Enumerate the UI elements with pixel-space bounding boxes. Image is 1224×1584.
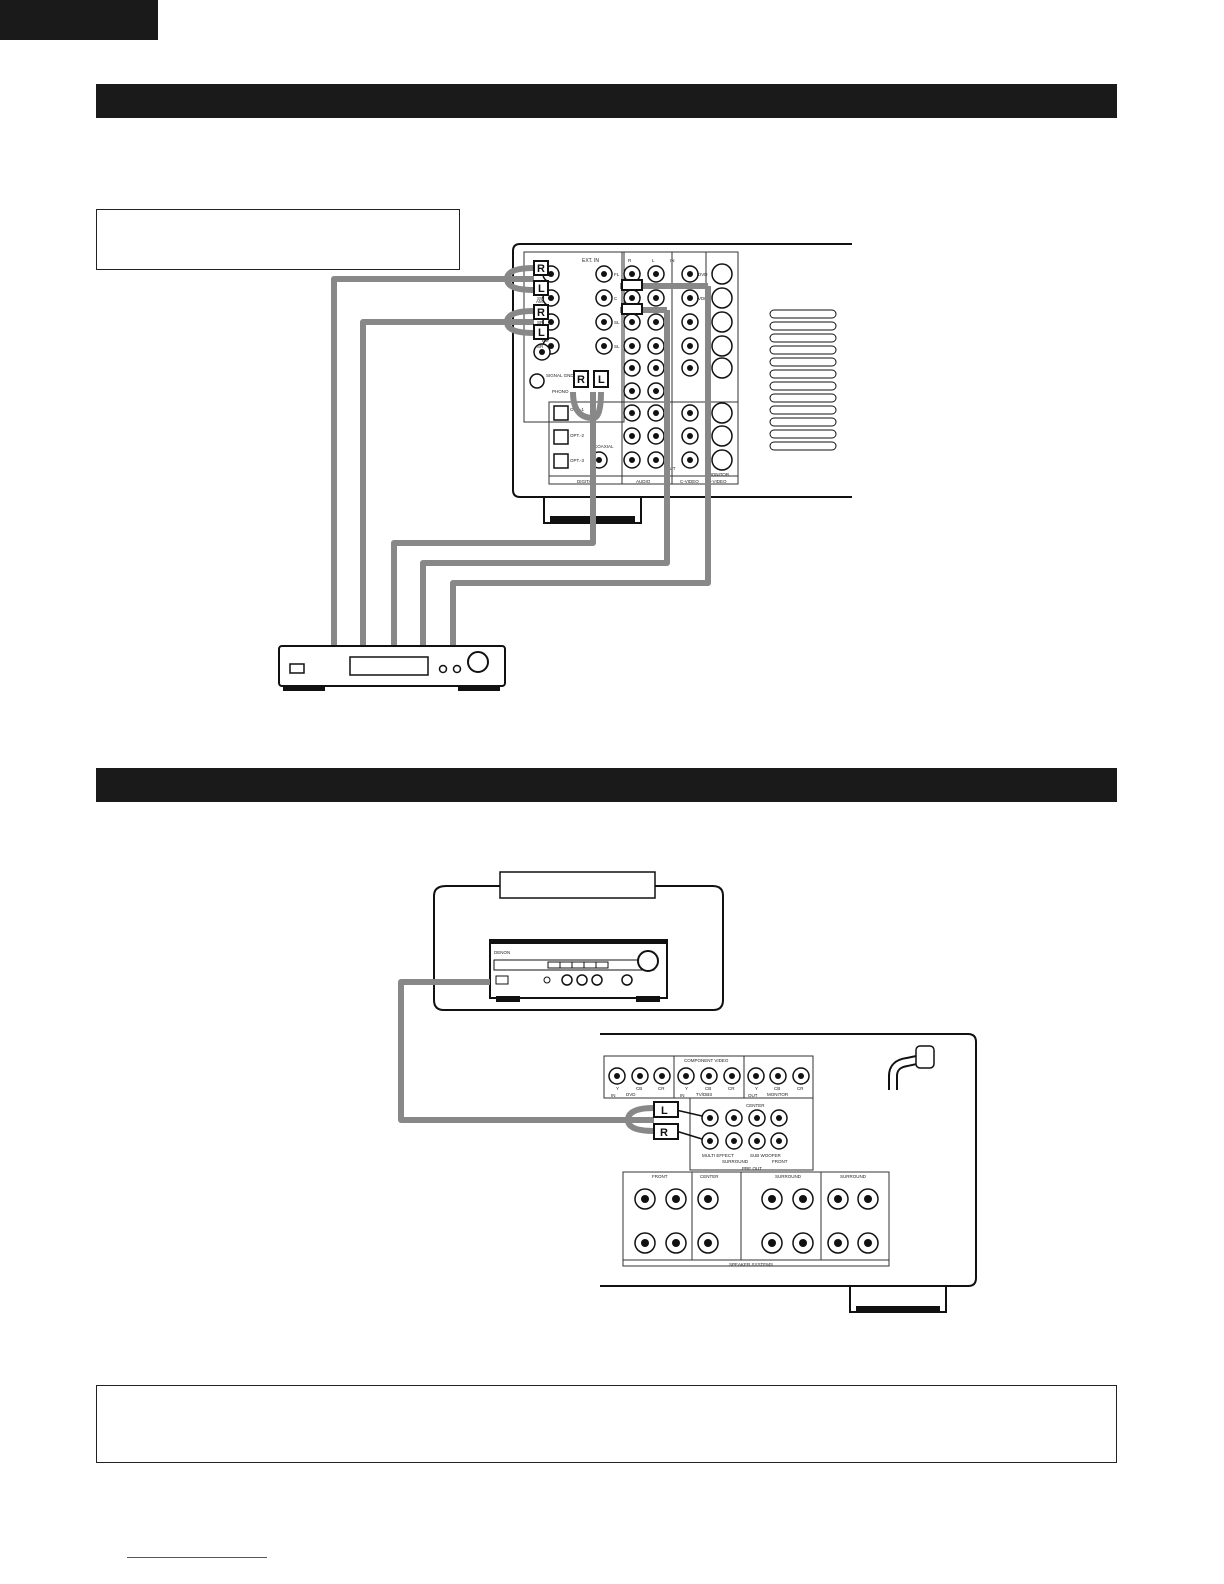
panel-1-vents	[769, 309, 837, 451]
svg-text:Y: Y	[755, 1086, 758, 1091]
diagram-1-cables	[331, 265, 711, 646]
svg-text:C: C	[614, 296, 618, 301]
svg-text:R: R	[577, 374, 585, 386]
svg-text:CENTER: CENTER	[700, 1174, 719, 1179]
svg-text:IN: IN	[670, 258, 675, 263]
svg-text:MONITOR: MONITOR	[767, 1092, 789, 1097]
svg-text:DVD: DVD	[698, 272, 708, 277]
svg-text:SL: SL	[614, 320, 620, 325]
svg-text:L: L	[652, 258, 655, 263]
svg-text:PRE OUT: PRE OUT	[742, 1166, 762, 1171]
svg-text:DENON: DENON	[494, 950, 510, 955]
svg-text:CB: CB	[636, 1086, 642, 1091]
svg-text:OUT: OUT	[666, 466, 676, 471]
svg-text:Y: Y	[685, 1086, 688, 1091]
svg-text:CR: CR	[728, 1086, 735, 1091]
svg-text:Y: Y	[616, 1086, 619, 1091]
svg-text:SR: SR	[537, 344, 544, 349]
note-box-1	[96, 209, 460, 270]
decoder-unit	[278, 645, 506, 691]
svg-text:CR: CR	[797, 1086, 804, 1091]
svg-text:CENTER: CENTER	[746, 1103, 765, 1108]
section-header-bar-1	[96, 84, 1117, 118]
svg-text:PHONO: PHONO	[552, 389, 569, 394]
svg-text:EXT. IN: EXT. IN	[582, 258, 599, 264]
svg-text:IN: IN	[680, 1093, 685, 1098]
svg-text:AUDIO: AUDIO	[636, 479, 651, 484]
diagram-1-plugs: R L R L R L	[533, 260, 643, 388]
svg-text:OPT.-2: OPT.-2	[570, 433, 585, 438]
svg-text:CB: CB	[705, 1086, 711, 1091]
svg-text:R: R	[537, 307, 545, 319]
svg-text:SL: SL	[614, 344, 620, 349]
svg-text:C-VIDEO: C-VIDEO	[680, 479, 699, 484]
svg-text:IN: IN	[611, 1093, 616, 1098]
svg-text:S-VIDEO: S-VIDEO	[708, 479, 727, 484]
svg-text:SURROUND: SURROUND	[775, 1174, 802, 1179]
svg-text:CR: CR	[658, 1086, 665, 1091]
svg-text:COAXIAL: COAXIAL	[594, 444, 614, 449]
svg-text:FRONT: FRONT	[772, 1159, 788, 1164]
svg-text:L: L	[538, 283, 545, 295]
svg-text:DIGITAL: DIGITAL	[577, 479, 595, 484]
footer-link-underline[interactable]	[127, 1557, 267, 1558]
svg-text:SR: SR	[537, 320, 544, 325]
svg-text:SURROUND: SURROUND	[840, 1174, 867, 1179]
svg-text:R: R	[537, 263, 545, 275]
svg-text:AM: AM	[536, 299, 543, 304]
svg-text:SPEAKER SYSTEMS: SPEAKER SYSTEMS	[729, 1262, 773, 1267]
svg-text:MONITOR: MONITOR	[708, 472, 730, 477]
svg-text:VDP: VDP	[698, 296, 707, 301]
svg-text:FRONT: FRONT	[652, 1174, 668, 1179]
panel-2-jacks	[608, 1067, 879, 1254]
svg-text:SURROUND: SURROUND	[722, 1159, 749, 1164]
svg-text:COMPONENT VIDEO: COMPONENT VIDEO	[684, 1058, 729, 1063]
svg-text:L: L	[538, 327, 545, 339]
svg-text:DVD: DVD	[626, 1092, 636, 1097]
svg-text:MULTI EFFECT: MULTI EFFECT	[702, 1153, 734, 1158]
section-header-bar-2	[96, 768, 1117, 802]
svg-text:OUT: OUT	[748, 1093, 758, 1098]
svg-text:CB: CB	[774, 1086, 780, 1091]
svg-text:R: R	[660, 1127, 668, 1139]
svg-text:SIGNAL GND: SIGNAL GND	[546, 373, 574, 378]
svg-text:SW: SW	[537, 296, 545, 301]
diagram-2-plugs: L R	[653, 1101, 703, 1140]
diagram-2-cable	[398, 979, 655, 1134]
svg-text:L: L	[661, 1105, 668, 1117]
panel-2-labels: Y CB CR DVD Y CB CR TV/DBS Y CB CR MONIT…	[611, 1086, 867, 1267]
svg-text:SUB WOOFER: SUB WOOFER	[750, 1153, 782, 1158]
svg-text:FM: FM	[542, 338, 549, 343]
svg-text:TV/DBS: TV/DBS	[696, 1092, 712, 1097]
page-corner-tab	[0, 0, 158, 40]
framed-amplifier-group: DENON	[433, 871, 724, 1011]
note-box-2	[96, 1385, 1117, 1463]
svg-text:R: R	[628, 258, 632, 263]
svg-text:FL: FL	[614, 272, 620, 277]
svg-text:L: L	[598, 374, 605, 386]
receiver-rear-panel-2: COMPONENT VIDEO	[600, 1033, 977, 1313]
svg-text:OPT.-3: OPT.-3	[570, 458, 585, 463]
